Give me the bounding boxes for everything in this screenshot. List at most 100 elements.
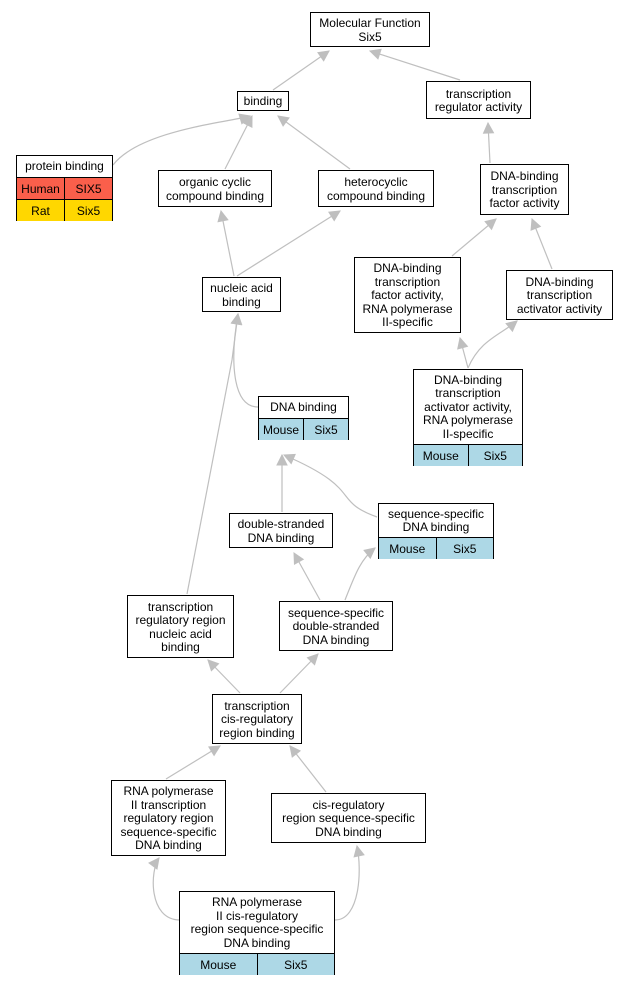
term-label: heterocyclic compound binding [326, 175, 426, 203]
edge-line [283, 454, 378, 518]
edge-arrowhead [530, 217, 542, 231]
species-name: Mouse [262, 422, 300, 437]
edge-dna_binding_transcription_factor_activity-to-transcription_regulator_activity [482, 121, 495, 164]
term-node-molecular-function[interactable]: Molecular Function Six5 [310, 12, 430, 47]
edge-line [165, 745, 221, 780]
edge-arrowhead [230, 312, 243, 326]
edge-rnapii_transcription_regulatory_region_ss_dna_binding-to-transcription_cis_regulatory_region_binding [165, 745, 221, 780]
edge-arrowhead [238, 113, 252, 125]
edge-arrowhead [505, 320, 518, 333]
term-label: DNA-binding transcription factor activit… [362, 261, 453, 330]
term-node-double-stranded-dna-binding[interactable]: double-stranded DNA binding [229, 513, 333, 548]
term-label: nucleic acid binding [210, 281, 273, 309]
term-label: Molecular Function Six5 [319, 16, 421, 44]
edge-transcription_cis_regulatory_region_binding-to-sequence_specific_ds_dna_binding [279, 653, 319, 694]
species-row-rat: Rat Six5 [17, 199, 112, 221]
edge-arrowhead [482, 121, 495, 134]
edge-rnapii_cis_regulatory_region_ss_dna_binding-to-rnapii_transcription_regulatory_region_ss_dna_binding [148, 857, 181, 921]
term-label: RNA polymerase II cis-regulatory region … [190, 895, 324, 950]
edge-arrowhead [306, 653, 319, 666]
term-node-dna-binding-tf-activity-rnapii[interactable]: DNA-binding transcription factor activit… [354, 257, 461, 333]
edge-line [233, 313, 259, 408]
edge-dna_binding_ta_activity_rnapii-to-dna_binding_transcription_activator_activity [467, 320, 518, 369]
term-node-rnapii-cis-regulatory-region-ss-dna-binding[interactable]: RNA polymerase II cis-regulatory region … [179, 891, 335, 975]
term-label: organic cyclic compound binding [165, 175, 265, 203]
edge-arrowhead [484, 218, 497, 231]
edge-arrowhead [282, 453, 296, 465]
gene-name: Six5 [303, 419, 348, 440]
edge-dna_binding-to-nucleic_acid_binding [230, 312, 259, 408]
edge-arrowhead [293, 552, 305, 565]
edge-line [236, 210, 341, 277]
term-node-binding[interactable]: binding [237, 91, 289, 111]
gene-name: Six5 [64, 200, 112, 221]
edge-heterocyclic_compound_binding-to-binding [277, 115, 351, 170]
term-node-heterocyclic-compound-binding[interactable]: heterocyclic compound binding [318, 170, 434, 207]
term-label: cis-regulatory region sequence-specific … [282, 797, 415, 839]
species-name: Rat [31, 203, 50, 218]
term-label: DNA-binding transcription activator acti… [422, 372, 514, 441]
species-row-mouse: Mouse Six5 [379, 537, 493, 559]
edge-line [277, 115, 351, 170]
term-node-transcription-regulator-activity[interactable]: transcription regulator activity [426, 81, 531, 119]
species-name: Human [21, 181, 60, 196]
term-label: DNA binding [270, 400, 337, 415]
edge-arrowhead [277, 115, 290, 127]
edge-arrowhead [242, 115, 253, 128]
gene-name: Six5 [435, 538, 494, 559]
term-node-dna-binding-transcription-factor-activity[interactable]: DNA-binding transcription factor activit… [480, 164, 569, 215]
term-node-nucleic-acid-binding[interactable]: nucleic acid binding [202, 277, 281, 312]
gene-name: Six5 [256, 954, 335, 975]
term-node-transcription-cis-regulatory-region-binding[interactable]: transcription cis-regulatory region bind… [212, 694, 302, 744]
term-node-rnapii-transcription-regulatory-region-ss-dna-binding[interactable]: RNA polymerase II transcription regulato… [111, 780, 226, 856]
term-label: sequence-specific DNA binding [387, 506, 485, 534]
term-label: transcription regulatory region nucleic … [135, 599, 226, 654]
edge-arrowhead [353, 844, 365, 858]
term-node-organic-cyclic-compound-binding[interactable]: organic cyclic compound binding [158, 170, 272, 207]
term-label: DNA-binding transcription factor activit… [489, 169, 560, 211]
term-label: double-stranded DNA binding [237, 517, 325, 545]
edge-arrowhead [457, 336, 469, 350]
edge-arrowhead [217, 209, 229, 223]
edge-binding-to-molecular_function [272, 50, 330, 91]
edge-transcription_regulatory_region_nucleic_acid_binding-to-nucleic_acid_binding [186, 312, 243, 595]
edge-transcription_regulator_activity-to-molecular_function [368, 48, 461, 81]
term-node-sequence-specific-ds-dna-binding[interactable]: sequence-specific double-stranded DNA bi… [279, 601, 393, 651]
edge-arrowhead [363, 547, 376, 560]
species-name: Mouse [389, 541, 426, 556]
edge-line [272, 50, 330, 91]
edge-line [220, 210, 235, 277]
edge-arrowhead [368, 48, 382, 60]
term-label: sequence-specific double-stranded DNA bi… [287, 605, 385, 647]
term-node-transcription-regulatory-region-nucleic-acid-binding[interactable]: transcription regulatory region nucleic … [127, 595, 234, 658]
term-node-dna-binding-ta-activity-rnapii[interactable]: DNA-binding transcription activator acti… [413, 369, 523, 466]
edge-cis_regulatory_region_ss_dna_binding-to-transcription_cis_regulatory_region_binding [289, 745, 327, 793]
edge-arrowhead [317, 50, 330, 62]
edge-transcription_cis_regulatory_region_binding-to-transcription_regulatory_region_nucleic_acid_binding [207, 659, 241, 694]
edge-sequence_specific_dna_binding-to-dna_binding [282, 453, 378, 518]
edge-arrowhead [328, 210, 341, 222]
edge-organic_cyclic_compound_binding-to-binding [224, 115, 253, 170]
edge-sequence_specific_ds_dna_binding-to-double_stranded_dna_binding [293, 552, 321, 601]
edge-double_stranded_dna_binding-to-dna_binding [276, 453, 288, 512]
edge-line [369, 50, 461, 81]
term-node-dna-binding-transcription-activator-activity[interactable]: DNA-binding transcription activator acti… [506, 270, 613, 320]
edge-line [112, 115, 251, 166]
term-label: binding [243, 94, 283, 109]
edge-protein_binding-to-binding [112, 113, 252, 166]
edge-nucleic_acid_binding-to-heterocyclic_compound_binding [236, 210, 341, 277]
edge-nucleic_acid_binding-to-organic_cyclic_compound_binding [217, 209, 235, 277]
edge-arrowhead [289, 745, 302, 758]
term-node-cis-regulatory-region-ss-dna-binding[interactable]: cis-regulatory region sequence-specific … [271, 793, 426, 843]
gene-name: Six5 [467, 445, 523, 466]
edge-dna_binding_transcription_activator_activity-to-dna_binding_transcription_factor_activity [530, 217, 553, 270]
term-label: DNA-binding transcription activator acti… [516, 274, 603, 316]
term-label: RNA polymerase II transcription regulato… [120, 784, 217, 853]
